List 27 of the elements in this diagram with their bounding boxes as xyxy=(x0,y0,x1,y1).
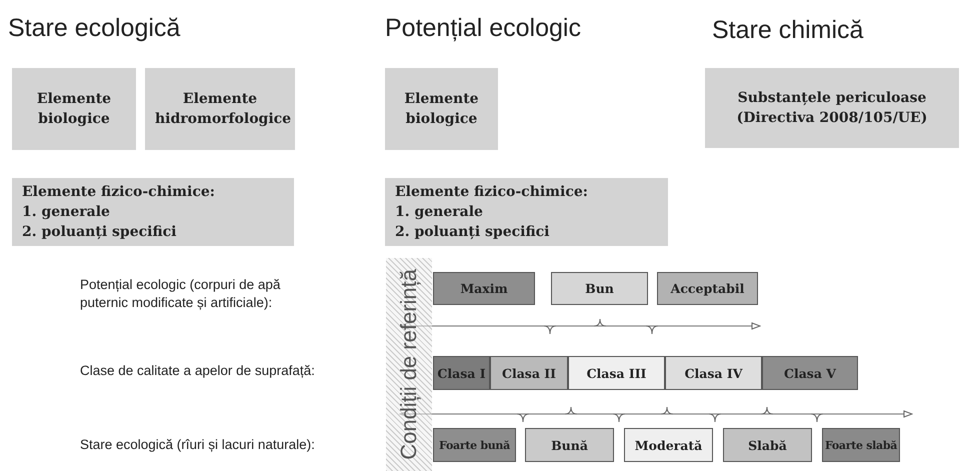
class-box: Bun xyxy=(551,272,648,305)
element-box: Substanțele periculoase (Directiva 2008/105/UE) xyxy=(705,68,959,148)
class-box: Moderată xyxy=(624,428,713,462)
class-box: Clasa V xyxy=(762,356,858,390)
section-heading: Stare ecologică xyxy=(8,14,180,43)
class-box: Clasa IV xyxy=(665,356,762,390)
section-heading: Potențial ecologic xyxy=(385,14,581,43)
reference-conditions-band xyxy=(386,258,432,471)
class-box: Clasa III xyxy=(568,356,665,390)
class-box: Clasa II xyxy=(490,356,568,390)
class-box: Bună xyxy=(525,428,614,462)
class-box: Clasa I xyxy=(433,356,490,390)
class-box: Foarte slabă xyxy=(822,428,900,462)
band-title: Condiții de referință xyxy=(396,269,422,460)
class-box: Slabă xyxy=(723,428,812,462)
row-label: Clase de calitate a apelor de suprafață: xyxy=(80,362,315,380)
section-heading: Stare chimică xyxy=(712,16,864,45)
row-label: Potențial ecologic (corpuri de apă puternic modificate și artificiale): xyxy=(80,276,282,312)
element-box: Elemente biologice xyxy=(12,68,136,150)
class-box: Maxim xyxy=(433,272,535,305)
element-box: Elemente fizico-chimice: 1. generale 2. poluanți specifici xyxy=(12,178,294,246)
element-box: Elemente biologice xyxy=(385,68,498,150)
class-box: Acceptabil xyxy=(657,272,758,305)
element-box: Elemente hidromorfologice xyxy=(145,68,295,150)
element-box: Elemente fizico-chimice: 1. generale 2. poluanți specifici xyxy=(385,178,668,246)
class-box: Foarte bună xyxy=(433,428,516,462)
row-label: Stare ecologică (rîuri și lacuri naturale): xyxy=(80,436,315,454)
